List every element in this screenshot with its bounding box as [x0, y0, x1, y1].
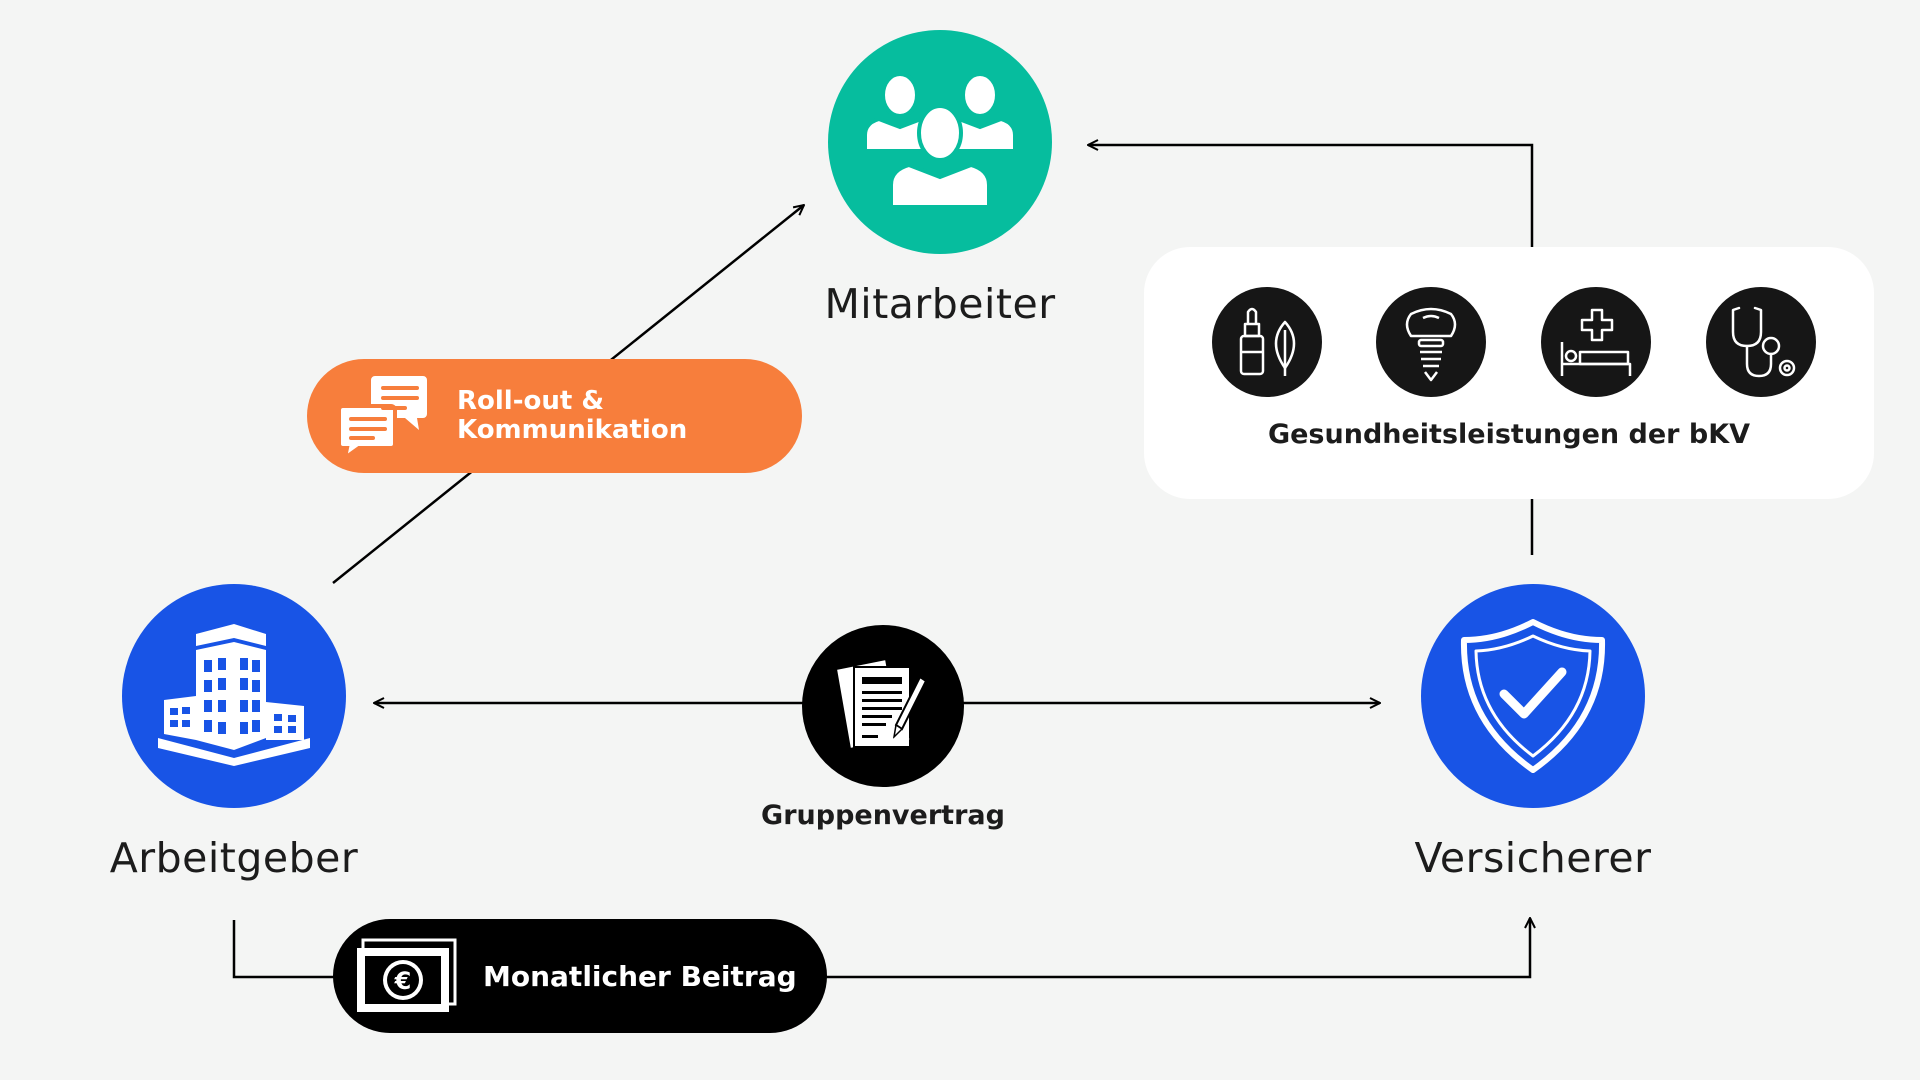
nature-medicine-icon [1239, 307, 1296, 376]
employer-label: Arbeitgeber [109, 834, 359, 882]
employer-node [122, 584, 346, 808]
chat-bubbles-icon [339, 376, 427, 458]
benefits-card: Gesundheitsleistungen der bKV [1144, 247, 1874, 499]
contract-node [802, 625, 964, 787]
stethoscope-icon [1731, 306, 1796, 378]
benefit-dental [1376, 287, 1486, 397]
office-building-icon [158, 624, 310, 766]
employee-node [828, 30, 1052, 254]
contract-document-icon [834, 657, 928, 751]
svg-text:€: € [394, 967, 412, 995]
contribution-connector [232, 918, 1530, 979]
rollout-label: Roll-out & Kommunikation [457, 387, 687, 445]
benefit-medical [1706, 287, 1816, 397]
contribution-pill: € Monatlicher Beitrag [333, 919, 827, 1033]
dental-implant-icon [1405, 307, 1457, 382]
rollout-pill: Roll-out & Kommunikation [307, 359, 802, 473]
benefit-nature-medicine [1212, 287, 1322, 397]
insurer-label: Versicherer [1414, 834, 1652, 882]
contribution-label: Monatlicher Beitrag [483, 959, 797, 993]
rollout-label-line1: Roll-out & [457, 386, 605, 416]
hospital-bed-icon [1560, 308, 1632, 376]
team-icon [863, 72, 1017, 209]
insurer-node [1421, 584, 1645, 808]
money-euro-icon: € [357, 938, 457, 1012]
contract-label: Gruppenvertrag [761, 800, 1005, 831]
rollout-label-line2: Kommunikation [457, 415, 688, 445]
benefits-title: Gesundheitsleistungen der bKV [1267, 419, 1751, 450]
shield-check-icon [1460, 619, 1606, 773]
benefit-hospital [1541, 287, 1651, 397]
employee-label: Mitarbeiter [824, 280, 1056, 328]
